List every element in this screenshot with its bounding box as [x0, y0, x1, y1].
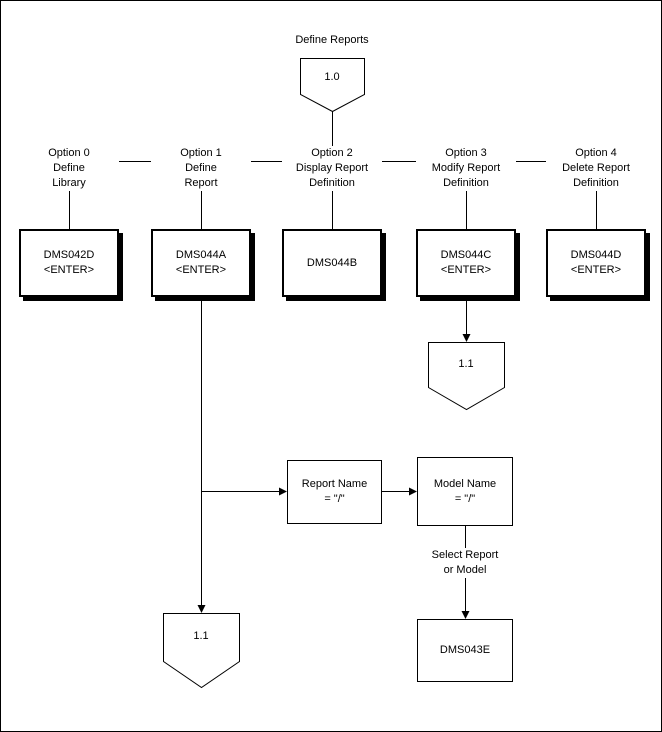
box-text-line: DMS042D	[43, 249, 95, 261]
option-2-desc-2: Definition	[309, 177, 355, 189]
process-box-dms044a: DMS044A <ENTER>	[151, 229, 251, 297]
option-1-title: Option 1	[180, 147, 222, 159]
arrowhead	[279, 487, 287, 496]
option-1-desc-1: Define	[185, 162, 217, 174]
option-4-label-block: Option 4 Delete Report Definition	[546, 146, 646, 191]
option-1-label-block: Option 1 Define Report	[151, 146, 251, 191]
arrowhead	[462, 334, 471, 342]
option-2-desc-1: Display Report	[295, 162, 369, 174]
box-text-line: <ENTER>	[440, 264, 492, 276]
arrowhead	[461, 611, 470, 619]
box-text-line: DMS044C	[440, 249, 492, 261]
select-label-line-1: Select Report	[431, 549, 499, 561]
process-box-dms044c: DMS044C <ENTER>	[416, 229, 516, 297]
offpage-connector-shape-modify	[428, 342, 505, 411]
box-text-line: DMS044D	[570, 249, 622, 261]
option-0-label-block: Option 0 Define Library	[19, 146, 119, 191]
box-text-line: DMS044B	[306, 256, 358, 269]
option-3-label-block: Option 3 Modify Report Definition	[416, 146, 516, 191]
box-text-line: DMS043E	[439, 644, 491, 656]
option-0-title: Option 0	[48, 147, 90, 159]
option-3-title: Option 3	[445, 147, 487, 159]
offpage-connector-shape-define	[163, 613, 240, 689]
box-text-line: Model Name	[433, 477, 497, 490]
box-text-line: DMS044A	[175, 249, 227, 261]
select-report-or-model-label: Select Report or Model	[420, 548, 510, 578]
process-box-dms042d: DMS042D <ENTER>	[19, 229, 119, 297]
offpage-connector-shape-root	[300, 58, 365, 113]
option-3-desc-1: Modify Report	[431, 162, 501, 174]
option-2-label-block: Option 2 Display Report Definition	[282, 146, 382, 191]
connector-label-modify: 1.1	[458, 358, 474, 370]
select-label-line-2: or Model	[443, 564, 487, 576]
option-4-desc-2: Definition	[573, 177, 619, 189]
option-3-desc-2: Definition	[443, 177, 489, 189]
box-text-line: <ENTER>	[43, 264, 95, 276]
process-box-dms044d: DMS044D <ENTER>	[546, 229, 646, 297]
connector-label-root: 1.0	[324, 71, 340, 83]
option-0-desc-2: Library	[52, 177, 86, 189]
diagram-title: Define Reports	[267, 33, 397, 48]
box-text-line: <ENTER>	[175, 264, 227, 276]
report-name-box: Report Name = "/"	[287, 460, 382, 524]
box-text-line: = "/"	[454, 492, 476, 505]
process-box-dms043e: DMS043E	[417, 619, 513, 682]
model-name-box: Model Name = "/"	[417, 457, 513, 526]
box-text-line: Report Name	[301, 478, 368, 490]
arrowhead	[197, 605, 206, 613]
box-text-line: <ENTER>	[570, 264, 622, 276]
option-0-desc-1: Define	[53, 162, 85, 174]
arrowhead	[409, 487, 417, 496]
box-text-line: = "/"	[324, 493, 345, 505]
option-4-desc-1: Delete Report	[562, 162, 630, 174]
option-4-title: Option 4	[575, 147, 617, 159]
process-box-dms044b: DMS044B	[282, 229, 382, 297]
option-2-title: Option 2	[311, 147, 353, 159]
option-1-desc-2: Report	[184, 177, 218, 189]
connector-label-define: 1.1	[193, 630, 209, 642]
